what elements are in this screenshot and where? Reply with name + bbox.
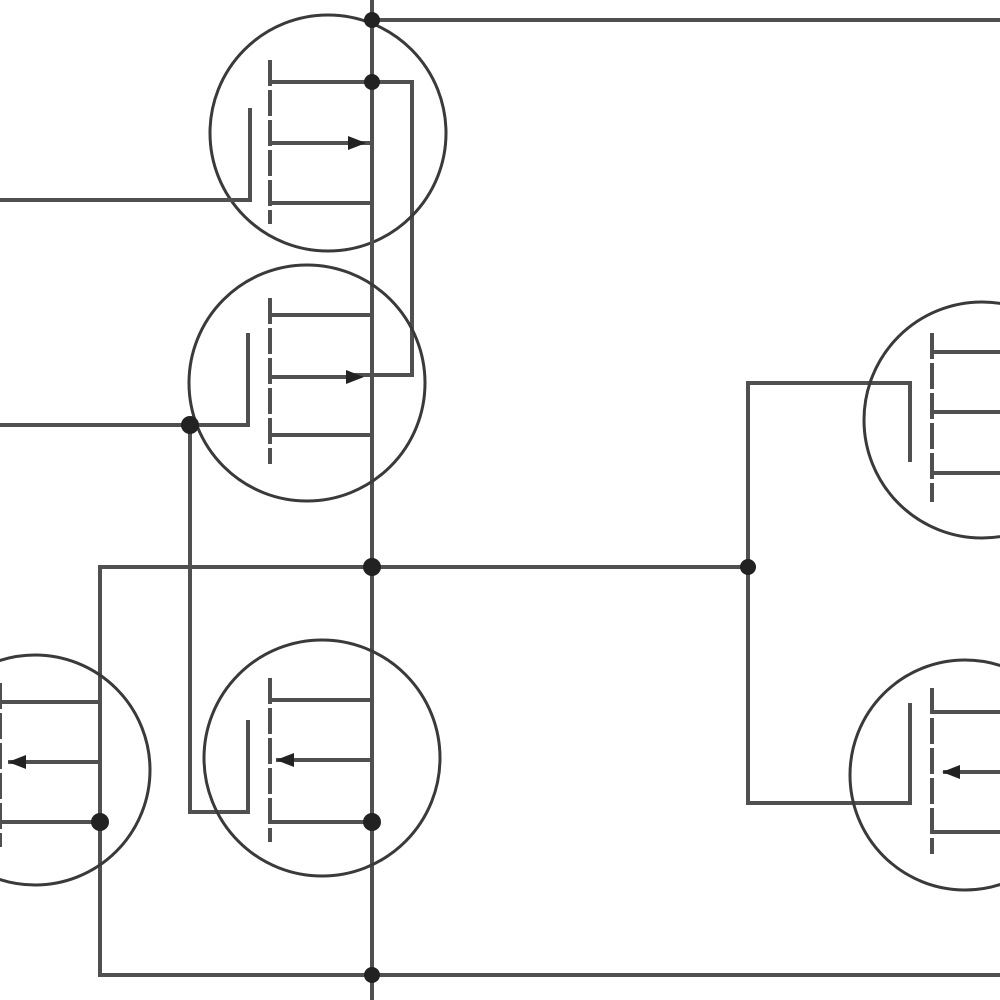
mosfet-right-upper-envelope — [862, 300, 1000, 540]
mosfet-top-body — [268, 80, 374, 145]
mosfet-right-lower-envelope — [848, 658, 1000, 892]
junction-middle-gate — [181, 416, 199, 434]
mosfet-bottom-center-body — [276, 758, 374, 824]
mosfet-bottom-left-body — [8, 760, 102, 824]
junctions — [91, 12, 756, 983]
junction-bottom-rail — [364, 967, 380, 983]
junction-right-network — [740, 559, 756, 575]
mosfet-bottom-left-envelope — [0, 653, 152, 887]
junction-top-drain — [364, 74, 380, 90]
mosfet-bottom-center — [202, 638, 442, 878]
wire-right-network — [746, 381, 912, 569]
mosfet-top-source — [268, 201, 374, 262]
mosfet-right-upper — [862, 300, 1000, 540]
wire-top-strap — [353, 80, 414, 377]
mosfet-top — [208, 13, 448, 262]
mosfet-middle-arrow-icon — [346, 370, 364, 384]
mosfet-middle — [187, 263, 427, 503]
mosfet-top-gate — [226, 108, 252, 202]
mosfet-bottom-left-arrow-icon — [8, 755, 26, 769]
wire-gate-input-middle — [0, 333, 250, 427]
mosfet-middle-envelope — [187, 263, 427, 503]
mosfet-bottom-left — [0, 653, 152, 887]
mosfet-top-envelope — [208, 13, 448, 253]
junction-output-node — [363, 558, 381, 576]
mosfet-bottom-center-arrow-icon — [276, 753, 294, 767]
mosfet-top-arrow-icon — [348, 136, 366, 150]
junction-bottom-left-source — [91, 813, 109, 831]
junction-top-rail — [364, 12, 380, 28]
mosfet-right-lower-arrow-icon — [942, 765, 960, 779]
junction-bottom-center-source — [363, 813, 381, 831]
mosfet-bottom-center-envelope — [202, 638, 442, 878]
mosfet-right-lower — [848, 658, 1000, 892]
wire-gate-feedback — [188, 423, 250, 814]
wire-right-network-low — [746, 565, 912, 805]
